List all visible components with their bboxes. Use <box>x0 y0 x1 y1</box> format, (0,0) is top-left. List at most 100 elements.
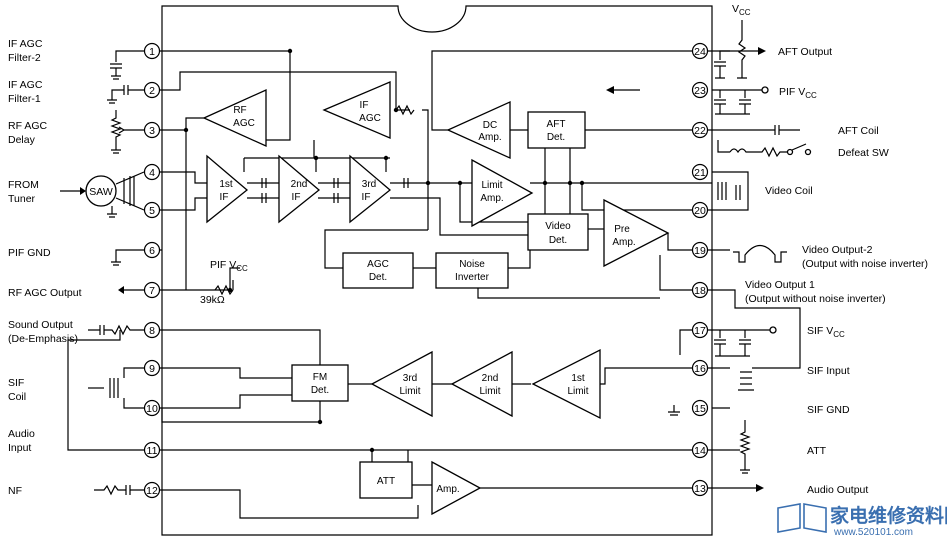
from-tuner-label: Tuner <box>8 193 36 205</box>
audio-output-label: Audio Output <box>807 484 868 496</box>
pin-17 <box>691 321 709 339</box>
svg-text:Limit: Limit <box>479 386 500 397</box>
pin-21-number: 21 <box>694 167 706 179</box>
external-right-components <box>606 20 812 492</box>
svg-text:Limit: Limit <box>567 386 588 397</box>
svg-text:3rd: 3rd <box>362 179 376 190</box>
svg-text:Det.: Det. <box>549 235 567 246</box>
fm-det-block: FM Det. <box>291 364 349 402</box>
pin-14-number: 14 <box>694 445 706 457</box>
svg-text:Det.: Det. <box>369 272 387 283</box>
pin-18 <box>691 281 709 299</box>
pin-18-number: 18 <box>694 285 706 297</box>
svg-text:FM: FM <box>313 372 327 383</box>
pin-2 <box>143 81 161 99</box>
pin-11 <box>143 441 161 459</box>
audio-input-label: Audio <box>8 428 35 440</box>
limit-2nd: 2nd Limit <box>450 350 513 418</box>
svg-text:IF: IF <box>292 192 301 203</box>
svg-text:1st: 1st <box>219 179 233 190</box>
audio-amp: Amp. <box>431 460 482 516</box>
svg-text:Amp.: Amp. <box>478 132 501 143</box>
pin-5 <box>143 201 161 219</box>
watermark-book-icon <box>777 503 827 533</box>
rf-agc-amp: RF AGC <box>202 88 267 148</box>
att-block: ATT <box>359 461 413 499</box>
pin-20-number: 20 <box>694 205 706 217</box>
pin-11-number: 11 <box>147 445 158 457</box>
agc-det-block: AGC Det. <box>342 252 414 289</box>
pin-20 <box>691 201 709 219</box>
video-coil-label: Video Coil <box>765 185 813 197</box>
svg-text:Amp.: Amp. <box>480 193 503 204</box>
defeat-sw-label: Defeat SW <box>838 147 889 159</box>
video-output-1-label: Video Output 1 <box>745 279 815 291</box>
external-left-components: SAW <box>60 50 145 496</box>
aft-output-label: AFT Output <box>778 46 832 58</box>
pin-3 <box>143 121 161 139</box>
limit-amp: Limit Amp. <box>471 158 534 228</box>
limit-1st: 1st Limit <box>531 348 601 420</box>
if-amp-2nd: 2nd IF <box>278 154 321 224</box>
pin-22-number: 22 <box>694 125 706 137</box>
if-agc-amp: IF AGC <box>322 81 391 139</box>
svg-text:Det.: Det. <box>311 385 329 396</box>
pif-gnd-label: PIF GND <box>8 247 51 259</box>
svg-text:Limit: Limit <box>399 386 420 397</box>
watermark-url: www.520101.com <box>833 527 913 538</box>
pin-2-number: 2 <box>149 85 155 97</box>
pin-4-number: 4 <box>149 167 155 179</box>
sif-coil-label: SIF <box>8 377 24 389</box>
pin-6-number: 6 <box>149 245 155 257</box>
if-amp-1st: 1st IF <box>206 154 249 224</box>
dc-amp: DC Amp. <box>446 100 511 160</box>
pin-4 <box>143 163 161 181</box>
pin-17-number: 17 <box>694 325 706 337</box>
pin-24 <box>691 42 709 60</box>
svg-text:2nd: 2nd <box>482 373 499 384</box>
video-output-2-label: Video Output-2 <box>802 244 873 256</box>
svg-text:3rd: 3rd <box>403 373 417 384</box>
pin-1-number: 1 <box>149 46 155 58</box>
pin-12 <box>143 481 161 499</box>
interstage-capacitors <box>261 178 409 203</box>
video-output-1-note: (Output without noise inverter) <box>745 293 886 305</box>
watermark: 家电维修资料网 www.520101.com <box>777 503 947 538</box>
svg-text:Pre: Pre <box>614 224 630 235</box>
pin-15 <box>691 399 709 417</box>
nf-label: NF <box>8 485 22 497</box>
pin-8 <box>143 321 161 339</box>
rf-agc-delay-label: RF AGC <box>8 120 48 132</box>
svg-text:Amp.: Amp. <box>612 237 635 248</box>
pin-8-number: 8 <box>149 325 155 337</box>
pin-23 <box>691 81 709 99</box>
svg-text:Amp.: Amp. <box>436 484 459 495</box>
svg-text:AGC: AGC <box>359 113 381 124</box>
pin-21 <box>691 163 709 181</box>
svg-text:Video: Video <box>545 221 571 232</box>
sif-coil-label: Coil <box>8 391 26 403</box>
if-agc-filter-2-label: IF AGC <box>8 38 43 50</box>
pin-13 <box>691 479 709 497</box>
pin-23-number: 23 <box>694 85 706 97</box>
svg-text:IF: IF <box>360 100 369 111</box>
video-output-2-note: (Output with noise inverter) <box>802 258 928 270</box>
if-amp-3rd: 3rd IF <box>349 154 392 224</box>
svg-text:ATT: ATT <box>377 476 395 487</box>
svg-text:Inverter: Inverter <box>455 272 490 283</box>
pin-15-number: 15 <box>694 403 706 415</box>
sound-output-label: (De-Emphasis) <box>8 333 78 345</box>
att-label: ATT <box>807 445 827 457</box>
pin-16-number: 16 <box>694 363 706 375</box>
pin-19-number: 19 <box>694 245 706 257</box>
inner-pif-vcc-label: PIF VCC <box>210 259 248 273</box>
svg-text:Limit: Limit <box>481 180 502 191</box>
svg-text:Det.: Det. <box>547 132 565 143</box>
pin-7-number: 7 <box>149 285 155 297</box>
pif-vcc-label: PIF VCC <box>779 86 817 100</box>
rf-agc-delay-label: Delay <box>8 134 36 146</box>
audio-input-label: Input <box>8 442 31 454</box>
